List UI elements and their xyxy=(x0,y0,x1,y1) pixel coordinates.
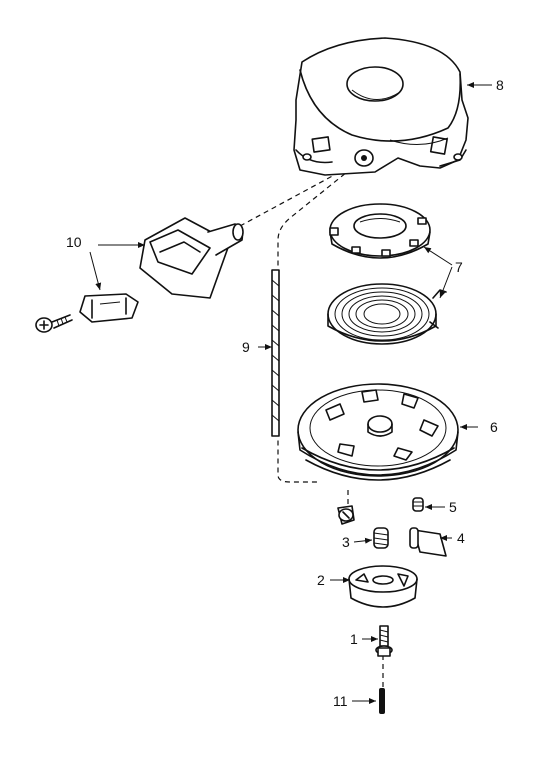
callout-5: 5 xyxy=(449,499,457,515)
callout-1: 1 xyxy=(350,631,358,647)
small-spring xyxy=(412,497,424,512)
rewind-pulley xyxy=(297,383,459,481)
callout-4: 4 xyxy=(457,530,465,546)
callout-6: 6 xyxy=(490,419,498,435)
recoil-spring xyxy=(327,283,447,345)
center-screw xyxy=(337,505,355,525)
callout-labels: 8 7 6 9 10 5 4 3 2 1 11 xyxy=(66,77,504,709)
callout-8: 8 xyxy=(496,77,504,93)
bracket-screw xyxy=(35,314,73,333)
handle-bracket xyxy=(79,293,139,323)
callout-2: 2 xyxy=(317,572,325,588)
callout-10: 10 xyxy=(66,234,82,250)
callout-3: 3 xyxy=(342,534,350,550)
callout-9: 9 xyxy=(242,339,250,355)
leader-lines xyxy=(89,82,492,704)
spring-retainer-cup xyxy=(329,203,431,259)
starter-rope xyxy=(271,269,280,437)
pawl xyxy=(409,527,447,557)
starter-housing xyxy=(293,37,469,176)
callout-11: 11 xyxy=(333,693,348,709)
ratchet-cup xyxy=(348,565,418,608)
starter-handle xyxy=(139,217,244,299)
retainer-screw xyxy=(375,625,393,657)
callout-7: 7 xyxy=(455,259,463,275)
rope-pin xyxy=(379,688,385,714)
pawl-spring xyxy=(373,527,389,549)
